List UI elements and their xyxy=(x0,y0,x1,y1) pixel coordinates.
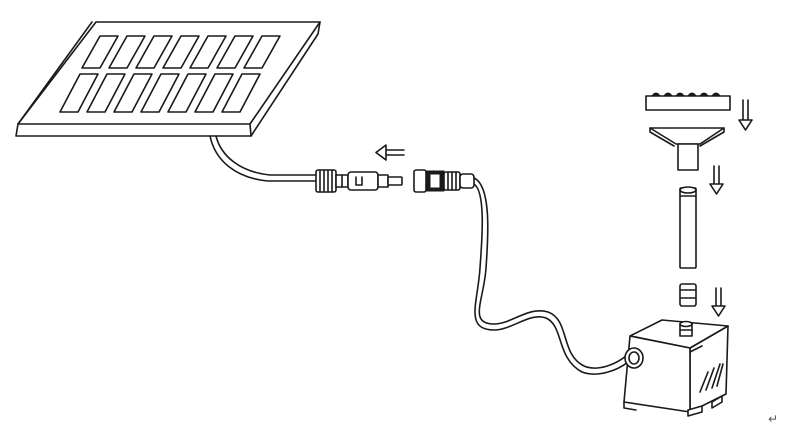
fountain-spray-head xyxy=(649,127,725,171)
solar-panel xyxy=(15,21,321,137)
pump-socket-connector xyxy=(413,169,475,193)
panel-plug-connector xyxy=(315,169,403,193)
solar-cell-grid xyxy=(59,35,281,113)
submersible-pump xyxy=(623,319,729,417)
down-arrow-icon xyxy=(709,165,724,195)
down-arrow-icon xyxy=(738,99,753,131)
fountain-nozzle-cap xyxy=(645,92,731,111)
paragraph-return-mark: ↵ xyxy=(768,412,779,426)
extension-tube xyxy=(679,186,697,269)
tube-adapter xyxy=(679,283,697,307)
down-arrow-icon xyxy=(711,287,726,317)
pump-cable xyxy=(473,177,629,375)
left-arrow-icon xyxy=(375,144,405,161)
panel-cable xyxy=(209,135,319,182)
